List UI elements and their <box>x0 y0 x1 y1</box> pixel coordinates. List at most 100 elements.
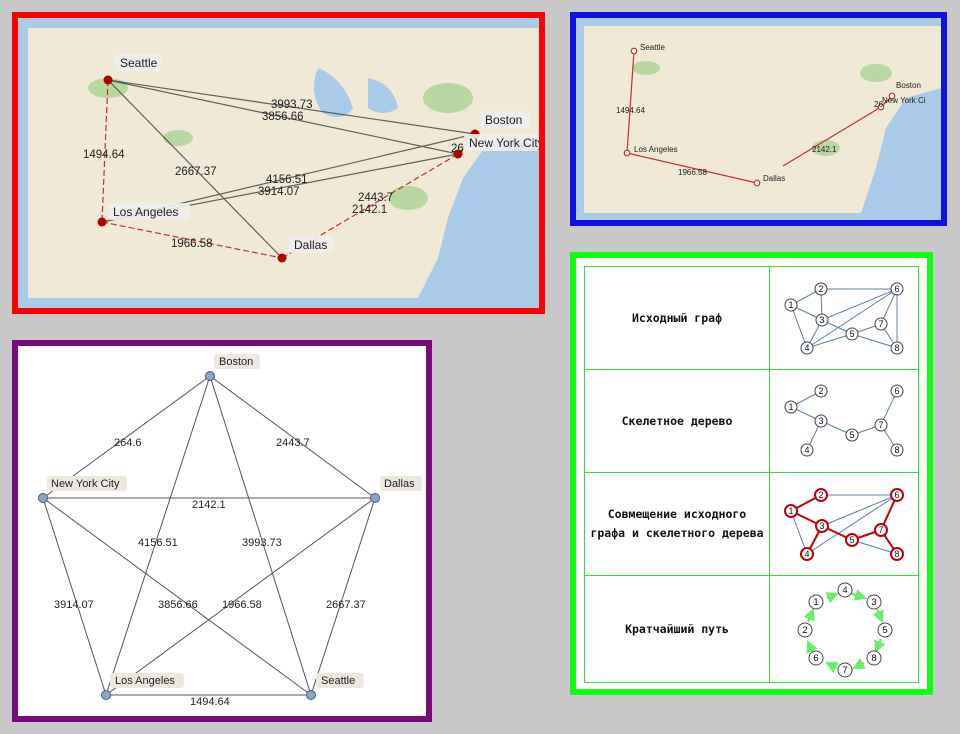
edge-label: 264.6 <box>114 437 142 449</box>
city-label-boston: Boston <box>896 81 921 90</box>
svg-text:1: 1 <box>813 597 818 608</box>
svg-text:3: 3 <box>871 597 876 608</box>
city-label-seattle: Seattle <box>120 56 158 70</box>
svg-text:3: 3 <box>818 416 823 426</box>
steps-panel: Исходный граф <box>570 252 933 695</box>
svg-text:4: 4 <box>804 343 809 353</box>
city-label-seattle: Seattle <box>640 43 665 52</box>
svg-text:2: 2 <box>818 284 823 294</box>
step-label: Скелетное дерево <box>584 369 770 473</box>
city-label-dallas: Dallas <box>763 174 785 183</box>
map-panel-small: Seattle Boston New York Ci Los Angeles D… <box>570 12 947 226</box>
edge-label: 4156.51 <box>138 537 178 549</box>
svg-text:8: 8 <box>894 343 899 353</box>
edge-label: 3914.07 <box>258 186 300 198</box>
edge-label: 4156.51 <box>266 174 308 186</box>
svg-text:1: 1 <box>788 300 793 310</box>
svg-text:5: 5 <box>849 329 854 339</box>
svg-text:2: 2 <box>818 490 823 500</box>
steps-table: Исходный граф <box>584 266 919 683</box>
edge-label: 2667.37 <box>175 166 217 178</box>
graph-nodes <box>784 384 904 457</box>
city-marker-los-angeles[interactable] <box>97 217 107 227</box>
svg-text:3: 3 <box>819 315 824 325</box>
edge-label: 1494.64 <box>190 696 230 708</box>
original-graph: 1 2 3 4 5 6 7 8 <box>784 282 904 355</box>
svg-text:4: 4 <box>842 585 847 596</box>
combined-graph: 1 2 3 4 5 6 7 8 <box>784 488 904 561</box>
edge-label: 3856.66 <box>158 599 198 611</box>
edge-label: 3993.73 <box>242 537 282 549</box>
city-label-new-york: New York Ci <box>882 96 926 105</box>
svg-text:5: 5 <box>849 430 854 440</box>
svg-text:4: 4 <box>804 445 809 455</box>
graph-nodes <box>797 582 893 678</box>
svg-text:2: 2 <box>818 386 823 396</box>
map-panel-large: Seattle Boston New York City Los Angeles… <box>12 12 545 314</box>
complete-graph: Boston New York City Dallas Los Angeles … <box>38 354 422 708</box>
svg-text:7: 7 <box>878 319 883 329</box>
svg-text:4: 4 <box>804 549 809 559</box>
svg-text:7: 7 <box>842 665 847 676</box>
city-marker-new-york[interactable] <box>453 149 463 159</box>
edge-label: 2142.1 <box>812 145 837 154</box>
edge-label: 1494.64 <box>616 106 645 115</box>
svg-text:2: 2 <box>802 625 807 636</box>
graph-label-dallas: Dallas <box>384 478 415 490</box>
table-row: Кратчайший путь <box>584 575 919 683</box>
graph-node-los-angeles[interactable] <box>101 690 111 700</box>
spanning-tree: 1 2 3 4 5 6 7 8 <box>784 384 904 457</box>
svg-text:6: 6 <box>894 386 899 396</box>
svg-text:1: 1 <box>788 402 793 412</box>
svg-text:5: 5 <box>882 625 887 636</box>
city-marker-dallas[interactable] <box>277 253 287 263</box>
map-large: Seattle Boston New York City Los Angeles… <box>18 18 539 308</box>
edge-label: 1966.58 <box>171 238 213 250</box>
edge-label: 3993.73 <box>271 99 313 111</box>
graph-label-boston: Boston <box>219 356 253 368</box>
svg-text:7: 7 <box>878 420 883 430</box>
step-label: Кратчайший путь <box>584 575 770 683</box>
graph-label-los-angeles: Los Angeles <box>115 675 175 687</box>
table-row: Скелетное дерево 1 2 <box>584 369 919 473</box>
city-marker-seattle[interactable] <box>103 75 113 85</box>
edge-label: 2443.7 <box>276 437 310 449</box>
graph-panel: Boston New York City Dallas Los Angeles … <box>12 340 432 722</box>
svg-text:5: 5 <box>849 535 854 545</box>
edge-label: 3856.66 <box>262 111 304 123</box>
svg-text:6: 6 <box>813 653 818 664</box>
graph-node-new-york[interactable] <box>38 493 48 503</box>
graph-node-dallas[interactable] <box>370 493 380 503</box>
city-label-new-york: New York City <box>469 136 539 150</box>
edge-label: 26 <box>874 100 883 109</box>
svg-text:6: 6 <box>894 284 899 294</box>
edge-label: 3914.07 <box>54 599 94 611</box>
map-small: Seattle Boston New York Ci Los Angeles D… <box>576 18 941 220</box>
edge-label: 2443.7 <box>358 192 393 204</box>
svg-text:8: 8 <box>894 445 899 455</box>
graph-node-seattle[interactable] <box>306 690 316 700</box>
graph-nodes <box>784 282 904 355</box>
city-label-los-angeles: Los Angeles <box>634 145 678 154</box>
graph-label-new-york: New York City <box>51 478 120 490</box>
edge-label: 2142.1 <box>352 204 387 216</box>
edge-label: 1494.64 <box>83 149 125 161</box>
svg-text:3: 3 <box>819 521 824 531</box>
edge-label: 26 <box>451 143 464 155</box>
graph-node-boston[interactable] <box>205 371 215 381</box>
table-row: Совмещение исходного графа и скелетного … <box>584 472 919 576</box>
city-label-dallas: Dallas <box>294 238 327 252</box>
step-label: Исходный граф <box>584 266 770 370</box>
edge-label: 2142.1 <box>192 499 226 511</box>
svg-text:8: 8 <box>894 549 899 559</box>
step-label: Совмещение исходного графа и скелетного … <box>584 472 770 576</box>
edge-label: 2667.37 <box>326 599 366 611</box>
svg-text:1: 1 <box>788 506 793 516</box>
city-label-boston: Boston <box>485 113 522 127</box>
svg-text:6: 6 <box>894 490 899 500</box>
table-row: Исходный граф <box>584 266 919 370</box>
svg-text:7: 7 <box>878 525 883 535</box>
graph-nodes <box>784 488 904 561</box>
edge-label: 1966.58 <box>678 168 707 177</box>
svg-text:8: 8 <box>871 653 876 664</box>
